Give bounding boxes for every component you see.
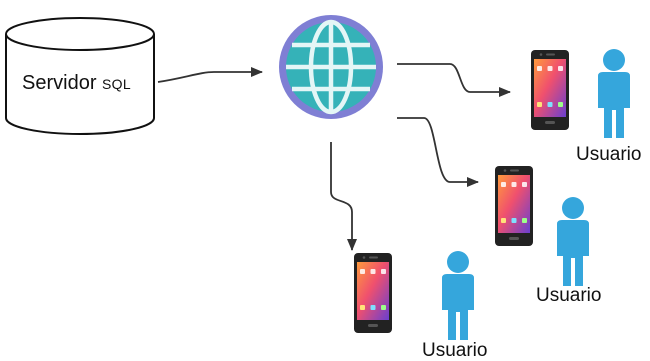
user-label: Usuario — [422, 340, 488, 361]
database-label: Servidor SQL — [22, 72, 131, 95]
user-icon — [598, 49, 630, 138]
arrow-globe-to-user-1 — [397, 63, 511, 97]
user-label: Usuario — [576, 144, 642, 165]
database-label-main: Servidor — [22, 72, 103, 94]
arrow-globe-to-user-3 — [330, 142, 357, 251]
database-cylinder-icon — [5, 17, 155, 135]
smartphone-icon — [495, 166, 533, 246]
user-icon — [442, 251, 474, 340]
database-label-sql: SQL — [102, 76, 131, 92]
arrow-db-to-globe — [157, 67, 263, 83]
smartphone-icon — [354, 253, 392, 333]
arrow-globe-to-user-2 — [397, 117, 479, 187]
globe-icon — [279, 15, 383, 119]
user-label: Usuario — [536, 285, 602, 306]
user-icon — [557, 197, 589, 286]
smartphone-icon — [531, 50, 569, 130]
